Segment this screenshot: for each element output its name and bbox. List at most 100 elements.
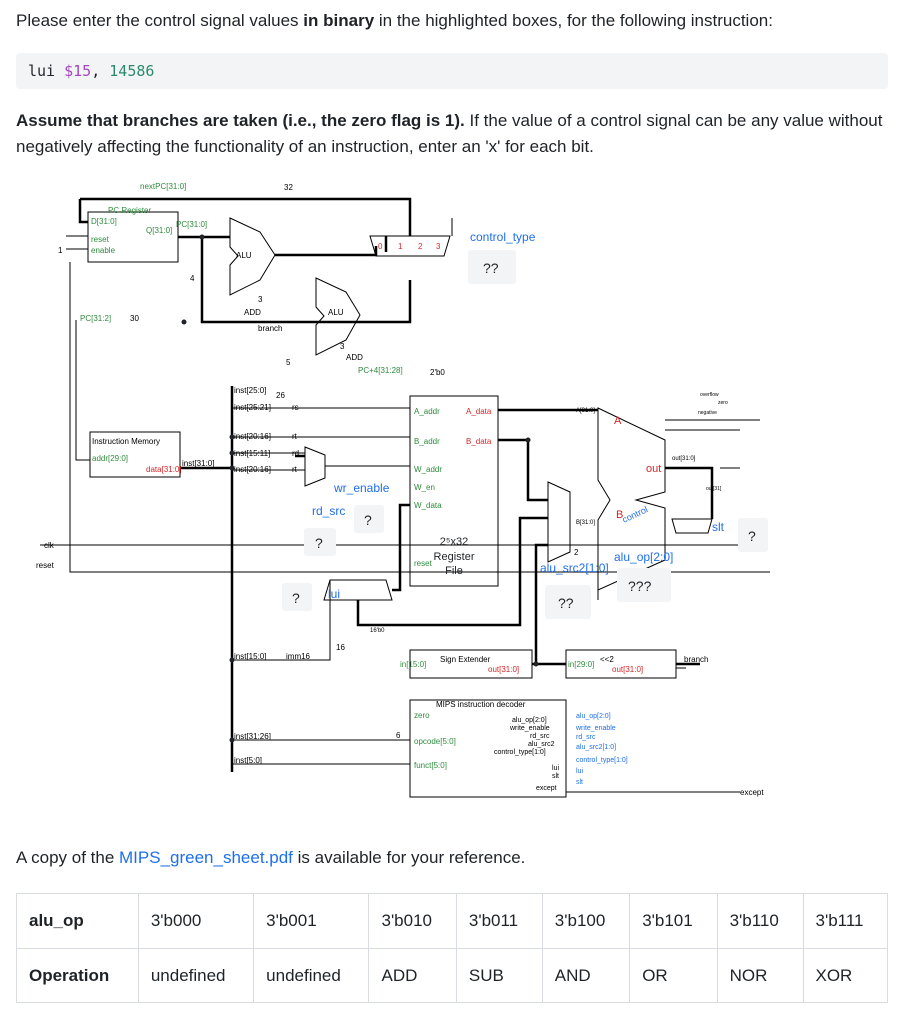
instruction-register: $15	[64, 62, 92, 80]
control-type-answer-box[interactable]	[468, 250, 516, 284]
inst-15-0-label: inst[15:0]	[234, 652, 266, 661]
sig-alu-src2: alu_src2[1:0]	[576, 744, 616, 751]
alu-src2-value: ??	[558, 595, 574, 611]
rt2-label: rt	[292, 465, 298, 474]
prompt-text: Please enter the control signal values	[16, 11, 304, 30]
alu-src2-answer-box[interactable]	[545, 585, 591, 619]
alu-operation-6: NOR	[716, 948, 804, 1003]
control-type-label: control_type	[470, 230, 536, 244]
alu-a-bus-label: A[31:0]	[576, 408, 595, 414]
alu-operation-0: undefined	[137, 948, 255, 1003]
out-bit-label: out[31]	[706, 486, 722, 492]
dec-out-control-type: control_type[1:0]	[494, 749, 546, 756]
branch-alu-three: 3	[340, 342, 345, 351]
dec-out-alu-op: alu_op[2:0]	[512, 717, 547, 724]
inst-5-0-label: inst[5:0]	[234, 756, 262, 765]
pc-alu-three: 3	[258, 295, 263, 304]
w-data-label: W_data	[414, 501, 442, 510]
alu-a-label: A	[614, 415, 622, 427]
sign-extender-label: Sign Extender	[440, 655, 491, 664]
instruction-memory-box	[89, 431, 181, 478]
branch-alu-label: ALU	[328, 308, 344, 317]
decoder-funct-label: funct[5:0]	[414, 761, 447, 770]
alu-code-3: 3'b011	[455, 893, 543, 949]
addr-label: addr[29:0]	[92, 454, 128, 463]
dec-out-write-enable: write_enable	[509, 725, 550, 732]
rs-label: rs	[292, 403, 299, 412]
pc-bus-label: PC[31:0]	[176, 220, 207, 229]
pc-reset-label: reset	[91, 235, 110, 244]
pc-mux-2: 2	[418, 242, 423, 251]
width-6: 6	[396, 731, 401, 740]
instruction-immediate: 14586	[109, 62, 155, 80]
instruction-opcode: lui	[28, 62, 56, 80]
assumption-bold: Assume that branches are taken (i.e., th…	[16, 111, 465, 130]
reference-line: A copy of the MIPS_green_sheet.pdf is av…	[16, 848, 525, 868]
alu-code-0: 3'b000	[137, 893, 255, 949]
wr-enable-value: ?	[364, 512, 372, 528]
except-label: except	[740, 788, 764, 797]
table-header-operation: Operation	[16, 948, 139, 1003]
q-port-label: Q[31:0]	[146, 226, 172, 235]
pc-enable-label: enable	[91, 246, 116, 255]
inst-25-0-label: inst[25:0]	[234, 386, 266, 395]
slt-mux	[671, 518, 713, 534]
w-addr-label: W_addr	[414, 465, 442, 474]
lui-value: ?	[292, 590, 300, 606]
w-en-label: W_en	[414, 483, 435, 492]
pc-high-label: PC[31:2]	[80, 314, 111, 323]
alu-out-label: out	[646, 463, 661, 475]
alu-code-6: 3'b110	[716, 893, 804, 949]
alu-control-label: control	[621, 504, 650, 524]
table-row: Operation undefined undefined ADD SUB AN…	[16, 948, 888, 1003]
table-row: alu_op 3'b000 3'b001 3'b010 3'b011 3'b10…	[16, 893, 888, 949]
width-5: 5	[286, 358, 291, 367]
dec-out-slt: slt	[552, 773, 559, 780]
alu-src2-label: alu_src2[1:0]	[540, 561, 609, 575]
slt-label: slt	[712, 520, 725, 534]
shift-label: <<2	[600, 655, 614, 664]
regfile-reset-label: reset	[414, 559, 433, 568]
width-30: 30	[130, 314, 139, 323]
alu-src2-mux	[547, 481, 571, 563]
sig-lui: lui	[576, 768, 583, 775]
branch-offset-label: branch	[258, 324, 282, 333]
lui-label: lui	[328, 587, 340, 601]
main-alu	[597, 407, 666, 591]
branch-offset-out-label: branch	[684, 655, 708, 664]
alu-op-value: ???	[628, 578, 652, 594]
pc-alu-label: ALU	[236, 251, 252, 260]
rt-label: rt	[292, 432, 298, 441]
inst-25-21-label: inst[25:21]	[234, 403, 271, 412]
rd-label: rd	[292, 449, 299, 458]
alu-op-answer-box[interactable]	[617, 568, 671, 602]
rd-src-answer-box[interactable]	[304, 528, 336, 556]
inst-31-26-label: inst[31:26]	[234, 732, 271, 741]
rd-src-label: rd_src	[312, 504, 345, 518]
inst31-label: inst[31:0]	[182, 459, 214, 468]
lui-answer-box[interactable]	[282, 583, 312, 611]
four-constant: 4	[190, 274, 195, 283]
pc-adder-alu	[229, 217, 276, 296]
control-type-value: ??	[483, 260, 499, 276]
sig-alu-op: alu_op[2:0]	[576, 713, 611, 720]
alu-b-label: B	[616, 509, 623, 521]
data-label: data[31:0]	[146, 465, 182, 474]
imm16-label: imm16	[286, 652, 311, 661]
instruction-memory-label: Instruction Memory	[92, 437, 160, 446]
green-sheet-link[interactable]: MIPS_green_sheet.pdf	[119, 848, 293, 867]
wr-enable-answer-box[interactable]	[354, 505, 384, 533]
decoder-zero-label: zero	[414, 711, 430, 720]
inst-15-11-label: inst[15:11]	[234, 449, 270, 458]
alu-b-bus-label: B[31:0]	[576, 520, 595, 526]
prompt-text-end: in the highlighted boxes, for the follow…	[374, 11, 773, 30]
slt-answer-box[interactable]	[738, 518, 768, 552]
pc-mux-1: 1	[398, 242, 403, 251]
a-addr-label: A_addr	[414, 407, 440, 416]
sig-slt: slt	[576, 779, 583, 786]
prompt-bold: in binary	[303, 11, 375, 30]
regfile-label-line2: File	[445, 565, 463, 577]
shift-out-label: out[31:0]	[612, 665, 643, 674]
se-in-label: in[15:0]	[400, 660, 426, 669]
overflow-label: overflow	[700, 392, 719, 398]
